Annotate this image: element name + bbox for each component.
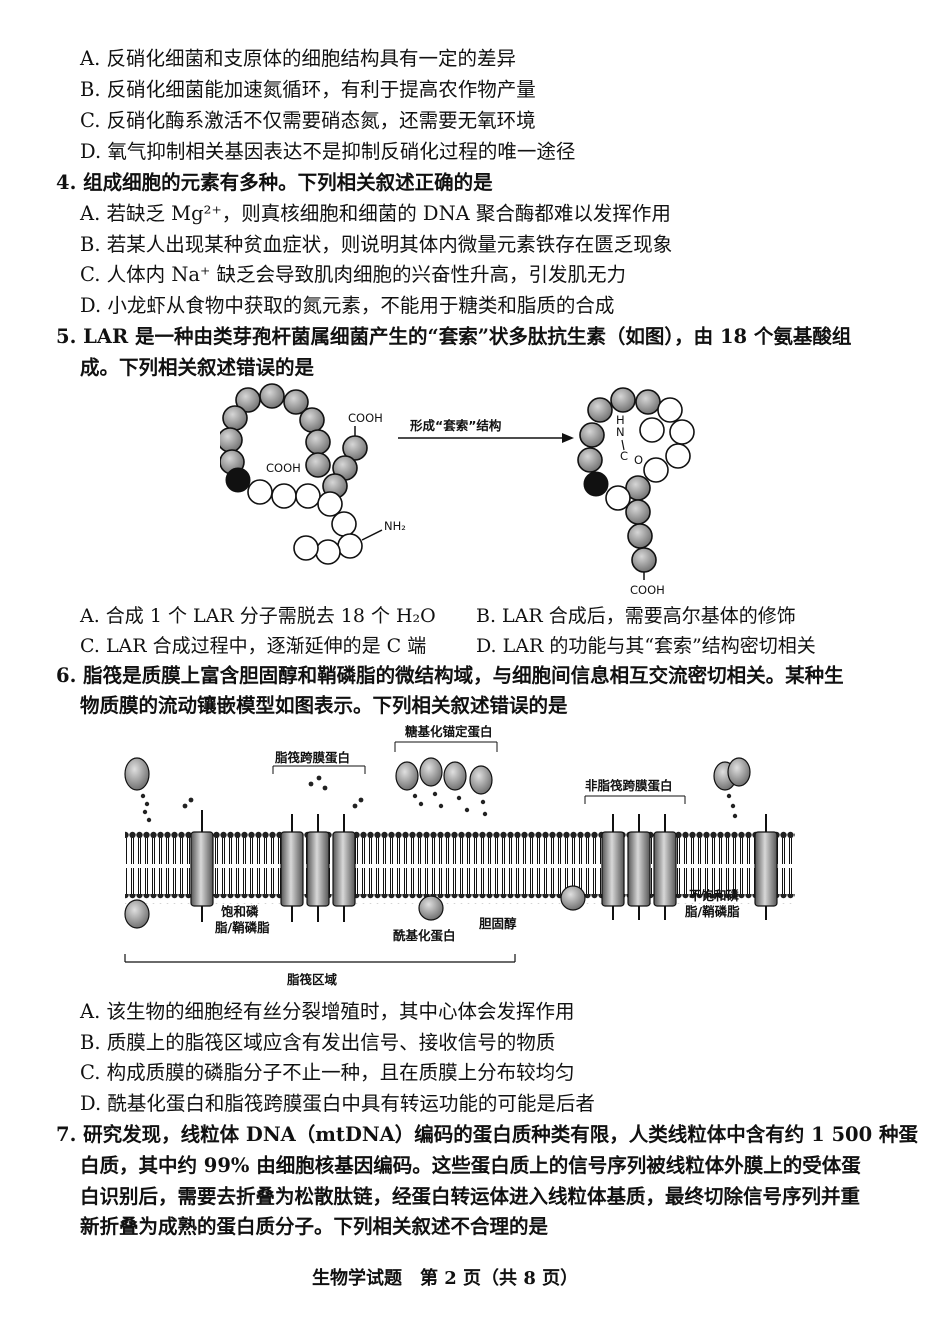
label-unsaturated-line2: 脂/鞘磷脂: [684, 904, 740, 919]
q6-option-c: C. 构成质膜的磷脂分子不止一种，且在质膜上分布较均匀: [80, 1061, 575, 1084]
phospholipid-bilayer: [125, 828, 795, 904]
q7-stem-line1: 7. 研究发现，线粒体 DNA（mtDNA）编码的蛋白质种类有限，人类线粒体中含…: [56, 1123, 918, 1146]
lar-n-label: N: [616, 425, 625, 439]
q6-option-d: D. 酰基化蛋白和脂筏跨膜蛋白中具有转运功能的可能是后者: [80, 1092, 595, 1115]
q4-option-a: A. 若缺乏 Mg²⁺，则真核细胞和细菌的 DNA 聚合酶都难以发挥作用: [80, 202, 671, 225]
lar-lasso-gray-residues: [577, 387, 661, 573]
q5-stem-line1: 5. LAR 是一种由类芽孢杆菌属细菌产生的“套索”状多肽抗生素（如图），由 1…: [56, 325, 852, 348]
q4-option-b: B. 若某人出现某种贫血症状，则说明其体内微量元素铁存在匮乏现象: [80, 233, 673, 256]
q5-option-a: A. 合成 1 个 LAR 分子需脱去 18 个 H₂O: [80, 605, 436, 627]
label-saturated-line2: 脂/鞘磷脂: [214, 920, 270, 935]
lar-lasso-cooh: COOH: [630, 583, 665, 597]
label-gpi-anchored-protein: 糖基化锚定蛋白: [405, 724, 493, 739]
lar-linear-white-residues: [247, 479, 363, 565]
q7-stem-line2: 白质，其中约 99% 由细胞核基因编码。这些蛋白质上的信号序列被线粒体外膜上的受…: [80, 1154, 861, 1177]
q5-option-b: B. LAR 合成后，需要高尔基体的修饰: [476, 605, 796, 627]
label-acylated-protein: 酰基化蛋白: [393, 928, 456, 943]
q4-stem: 4. 组成细胞的元素有多种。下列相关叙述正确的是: [56, 171, 493, 194]
lar-h-label: H: [616, 413, 625, 427]
lar-lasso-figure: COOH COOH NH₂ 形成“套索”结构 N H C O COOH: [220, 383, 695, 597]
q6-option-a: A. 该生物的细胞经有丝分裂增殖时，其中心体会发挥作用: [80, 1000, 575, 1023]
label-saturated-line1: 饱和磷: [220, 904, 259, 919]
q6-stem-line1: 6. 脂筏是质膜上富含胆固醇和鞘磷脂的微结构域，与细胞间信息相互交流密切相关。某…: [56, 664, 844, 687]
q7-stem-line4: 新折叠为成熟的蛋白质分子。下列相关叙述不合理的是: [80, 1215, 549, 1238]
lar-cooh-mid: COOH: [266, 461, 301, 475]
q6-option-b: B. 质膜上的脂筏区域应含有发出信号、接收信号的物质: [80, 1031, 556, 1054]
label-raft-region: 脂筏区域: [286, 972, 338, 987]
lar-o-label: O: [634, 453, 643, 467]
q5-option-c: C. LAR 合成过程中，逐渐延伸的是 C 端: [80, 635, 427, 657]
lar-black-residue: [225, 467, 251, 493]
lar-cooh-top: COOH: [348, 411, 383, 425]
q4-option-d: D. 小龙虾从食物中获取的氮元素，不能用于糖类和脂质的合成: [80, 294, 615, 317]
page-footer: 生物学试题 第 2 页（共 8 页）: [312, 1268, 579, 1289]
glycan-chains: [140, 775, 738, 823]
lar-c-label: C: [620, 449, 628, 463]
membrane-model-figure: 脂筏跨膜蛋白 糖基化锚定蛋白 非脂筏跨膜蛋白 饱和磷 脂/鞘磷脂 酰基化蛋白 胆…: [124, 724, 795, 987]
lar-lasso-white-residues: [605, 397, 695, 511]
lar-linear-gray-residues: [220, 383, 368, 499]
lar-arrow-label: 形成“套索”结构: [410, 418, 501, 433]
q3-option-b: B. 反硝化细菌能加速氮循环，有利于提高农作物产量: [80, 78, 536, 101]
q5-option-d: D. LAR 的功能与其“套索”结构密切相关: [476, 635, 816, 657]
q6-stem-line2: 物质膜的流动镶嵌模型如图表示。下列相关叙述错误的是: [80, 694, 568, 717]
q3-option-c: C. 反硝化酶系激活不仅需要硝态氮，还需要无氧环境: [80, 109, 536, 132]
gpi-anchored-proteins: [124, 757, 751, 929]
q4-option-c: C. 人体内 Na⁺ 缺乏会导致肌肉细胞的兴奋性升高，引发肌无力: [80, 263, 627, 286]
q3-option-d: D. 氧气抑制相关基因表达不是抑制反硝化过程的唯一途径: [80, 140, 576, 163]
lar-lasso-black-residue: [583, 471, 609, 497]
q3-option-a: A. 反硝化细菌和支原体的细胞结构具有一定的差异: [80, 47, 516, 70]
q7-stem-line3: 白识别后，需要去折叠为松散肽链，经蛋白转运体进入线粒体基质，最终切除信号序列并重: [80, 1185, 861, 1208]
raft-transmembrane-proteins: [190, 831, 778, 907]
label-raft-transmembrane-protein: 脂筏跨膜蛋白: [274, 750, 350, 765]
lar-nh2: NH₂: [384, 519, 406, 533]
label-unsaturated-line1: 不饱和磷: [689, 888, 740, 903]
q5-stem-line2: 成。下列相关叙述错误的是: [80, 356, 315, 379]
label-cholesterol: 胆固醇: [479, 916, 517, 931]
label-nonraft-transmembrane-protein: 非脂筏跨膜蛋白: [585, 778, 673, 793]
